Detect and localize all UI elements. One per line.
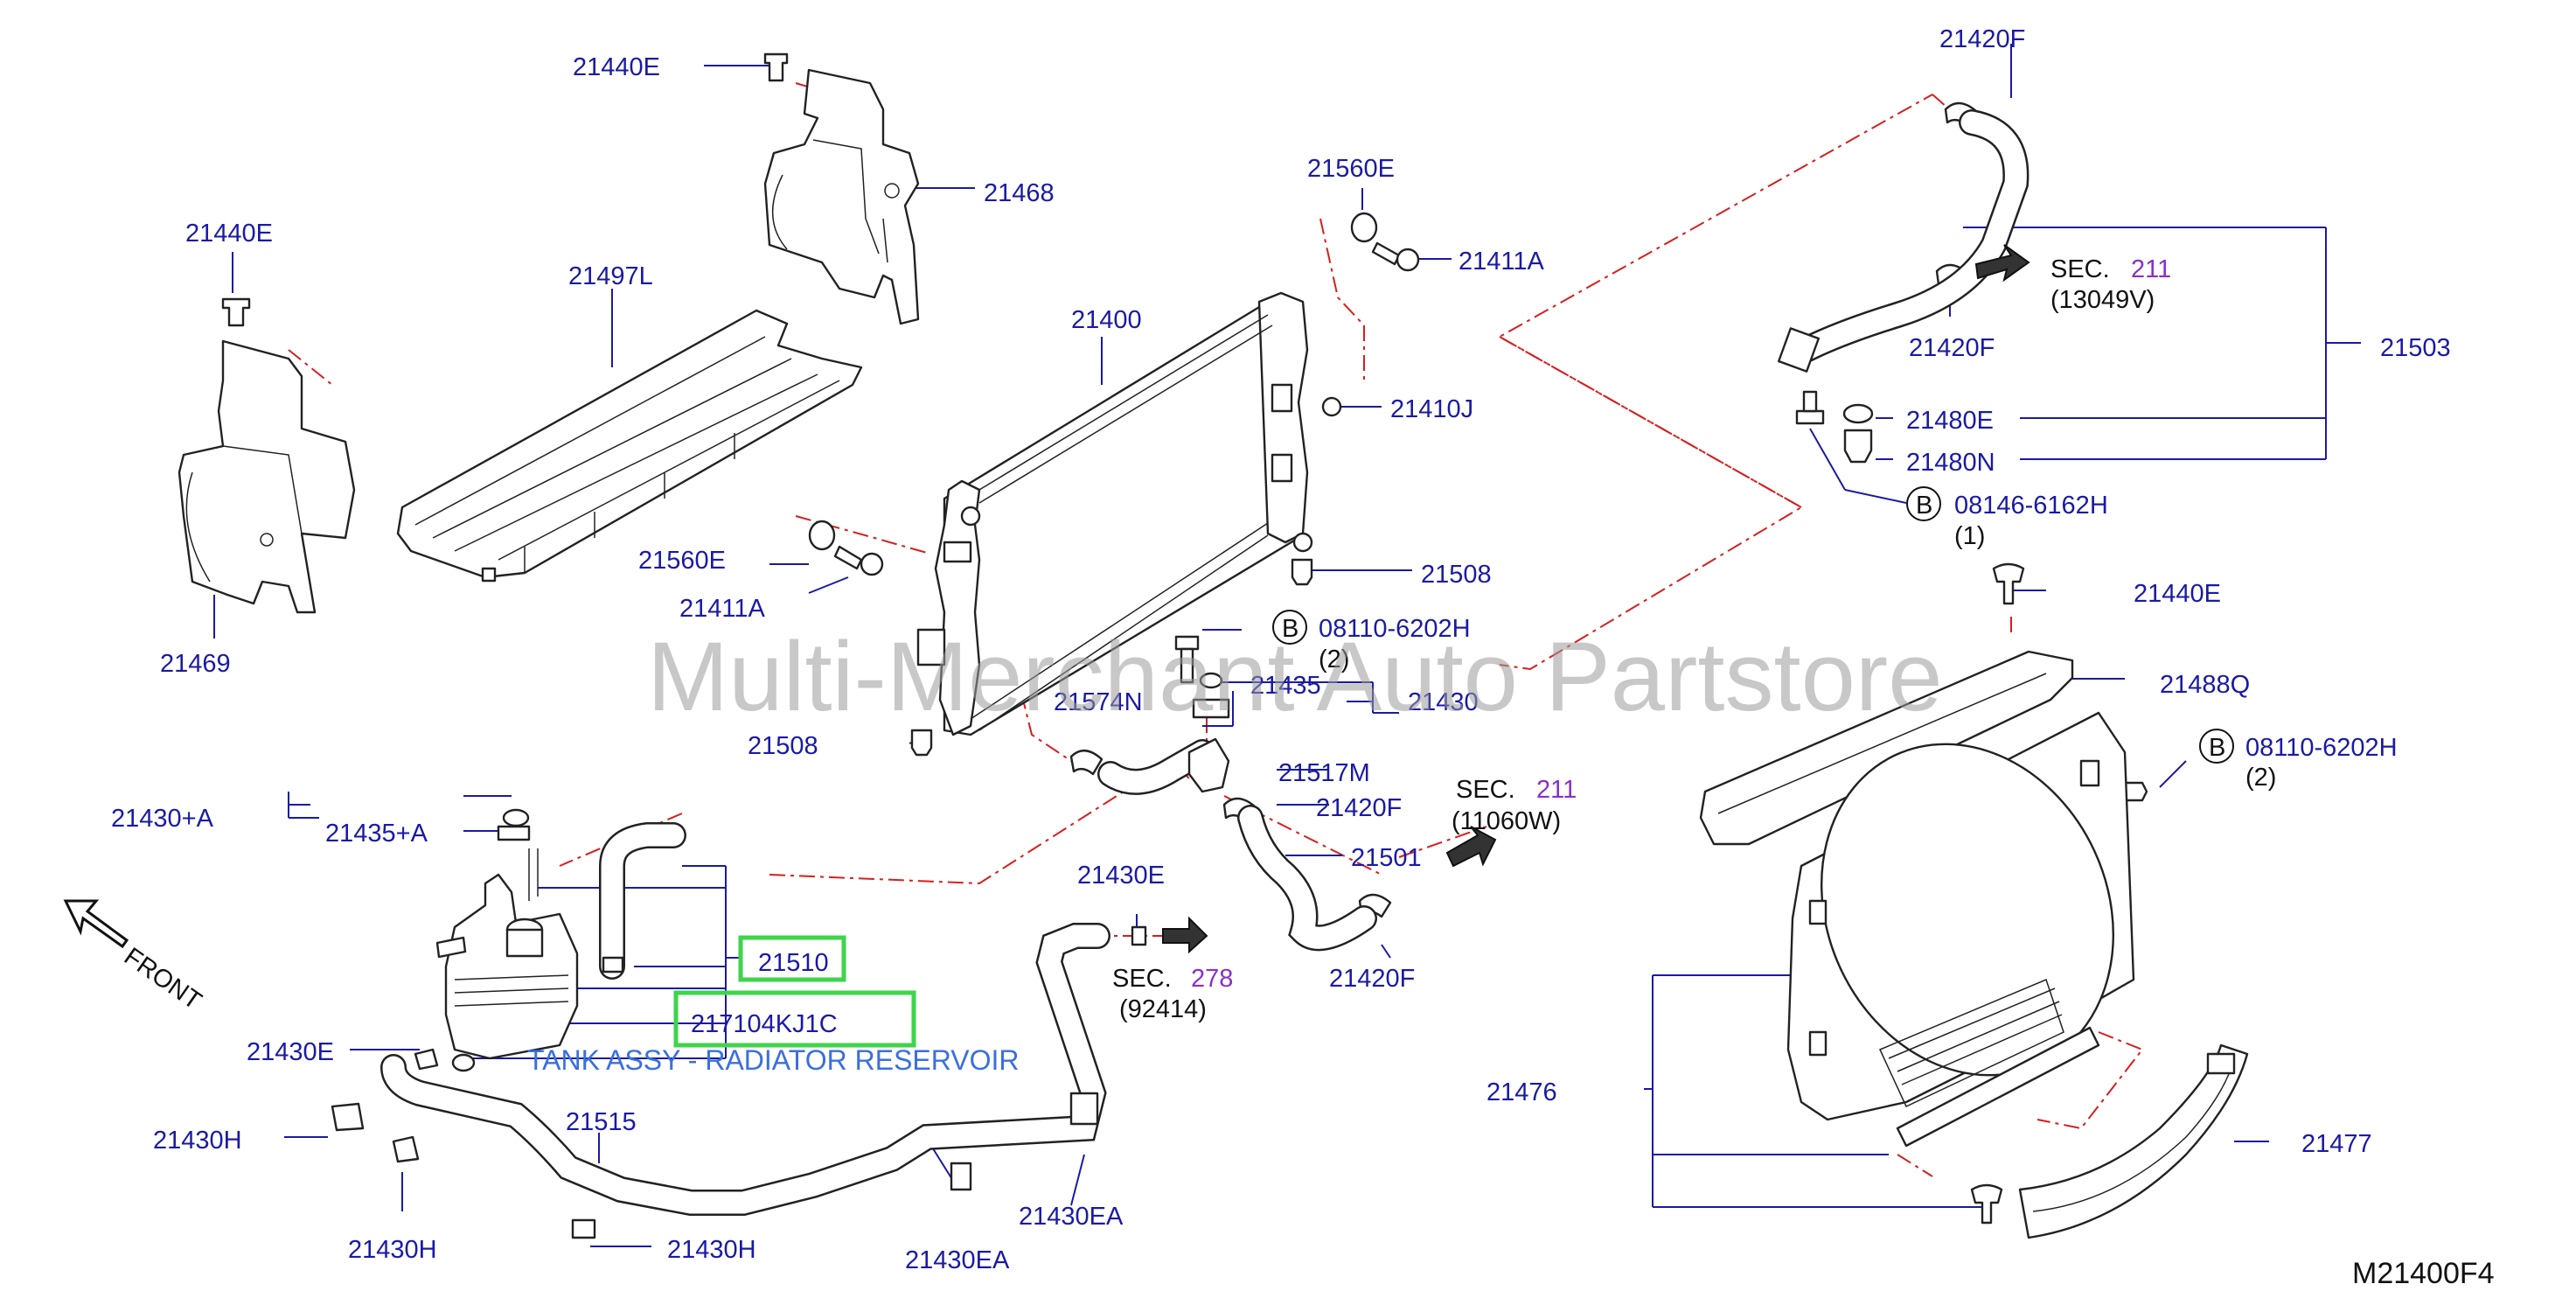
highlighted-part-number[interactable]: 217104KJ1C [691,1010,838,1038]
label-21480N: 21480N [1906,449,1995,477]
label-21411A: 21411A [679,595,765,623]
label-21420F: 21420F [1939,25,2025,53]
label-21430H: 21430H [153,1127,242,1155]
label-21411A: 21411A [1459,248,1544,276]
label-21400: 21400 [1071,306,1142,334]
fan-shroud-21476 [1699,650,2135,1148]
label-21468: 21468 [984,179,1055,207]
label-21430EA: 21430EA [1019,1203,1124,1231]
label-08110-6202H: 08110-6202H [1319,615,1471,643]
label-21440E: 21440E [185,220,273,248]
label-21508: 21508 [1421,561,1492,589]
label-21430EA: 21430EA [905,1246,1010,1274]
fan-shroud-lower-21477 [2018,1043,2249,1239]
label-21440E: 21440E [573,53,660,81]
highlighted-part-21510[interactable]: 21510 [758,949,829,977]
label-08146-6162H: 08146-6162H [1954,492,2108,520]
label-21497L: 21497L [568,262,653,290]
label-21574N: 21574N [1054,688,1143,716]
label-21430: 21430 [1408,688,1479,716]
label-08110-6202H: 08110-6202H [2245,734,2398,762]
label-b: B [1282,615,1298,643]
radiator-reservoir-tank-21710 [435,808,624,1072]
label-quantity: (2) [1319,646,1349,673]
overflow-pipe-21515 [331,923,1147,1239]
b-marker-icon [1906,486,1941,521]
label-21503: 21503 [2380,334,2451,362]
label-21430E: 21430E [1077,862,1165,890]
front-arrow-icon [63,899,129,949]
highlight-box-21510 [738,935,846,982]
section-label: SEC. [1456,776,1515,804]
section-code: (92414) [1119,995,1207,1023]
label-21420F: 21420F [1909,334,1995,362]
label-21501: 21501 [1351,844,1422,872]
fasteners [221,52,2148,1225]
label-21488Q: 21488Q [2160,671,2250,699]
label-21430H: 21430H [667,1236,756,1264]
label-21435-plus-a: 21435+A [325,820,428,848]
label-21508: 21508 [748,732,818,760]
label-b: B [2209,734,2225,762]
label-quantity: (2) [2245,764,2276,792]
label-21515: 21515 [566,1108,637,1136]
label-21517M: 21517M [1278,759,1370,787]
section-references: SEC. 211 (13049V) SEC. 211 (11060W) SEC.… [1112,255,2171,1023]
b-marker-icon [1272,610,1307,645]
part-description: TANK ASSY - RADIATOR RESERVOIR [527,1044,1020,1076]
air-deflector-side-21469 [178,339,356,614]
b-marker-icon [2199,729,2234,764]
label-21469: 21469 [160,650,231,678]
label-21430-plus-a: 21430+A [111,805,214,833]
air-deflector-upper-21468 [763,68,920,325]
label-21420F: 21420F [1316,794,1402,822]
label-21430H: 21430H [348,1236,437,1264]
section-number: 278 [1191,965,1233,993]
label-21476: 21476 [1486,1078,1557,1106]
label-21435: 21435 [1250,672,1321,700]
hoses [528,109,2029,980]
section-label: SEC. [2050,255,2110,283]
label-21420F: 21420F [1329,965,1415,993]
label-21480E: 21480E [1906,407,1994,435]
highlight-box-part-number [673,990,916,1048]
direction-arrows [63,244,2030,954]
section-code: (13049V) [2050,286,2155,314]
label-21477: 21477 [2301,1130,2372,1158]
part-labels: 21440E 21468 21440E 21497L 21469 21560E … [111,25,2451,1274]
label-21430E: 21430E [247,1038,334,1066]
radiator-core-21400 [916,291,1313,736]
radiator-upper-seal-21497L [396,309,863,583]
label-front: FRONT [119,943,206,1016]
watermark: Multi-Merchant Auto Partstore [647,622,1942,731]
section-code: (11060W) [1452,807,1561,835]
label-quantity: (1) [1954,522,1985,550]
label-21560E: 21560E [1307,155,1395,183]
section-number: 211 [2131,255,2171,283]
label-21410J: 21410J [1390,395,1473,423]
label-21560E: 21560E [638,547,726,575]
diagram-reference: M21400F4 [2352,1257,2495,1290]
section-label: SEC. [1112,965,1172,993]
label-21440E: 21440E [2134,580,2221,608]
label-b: B [1916,492,1932,520]
section-number: 211 [1536,776,1577,804]
